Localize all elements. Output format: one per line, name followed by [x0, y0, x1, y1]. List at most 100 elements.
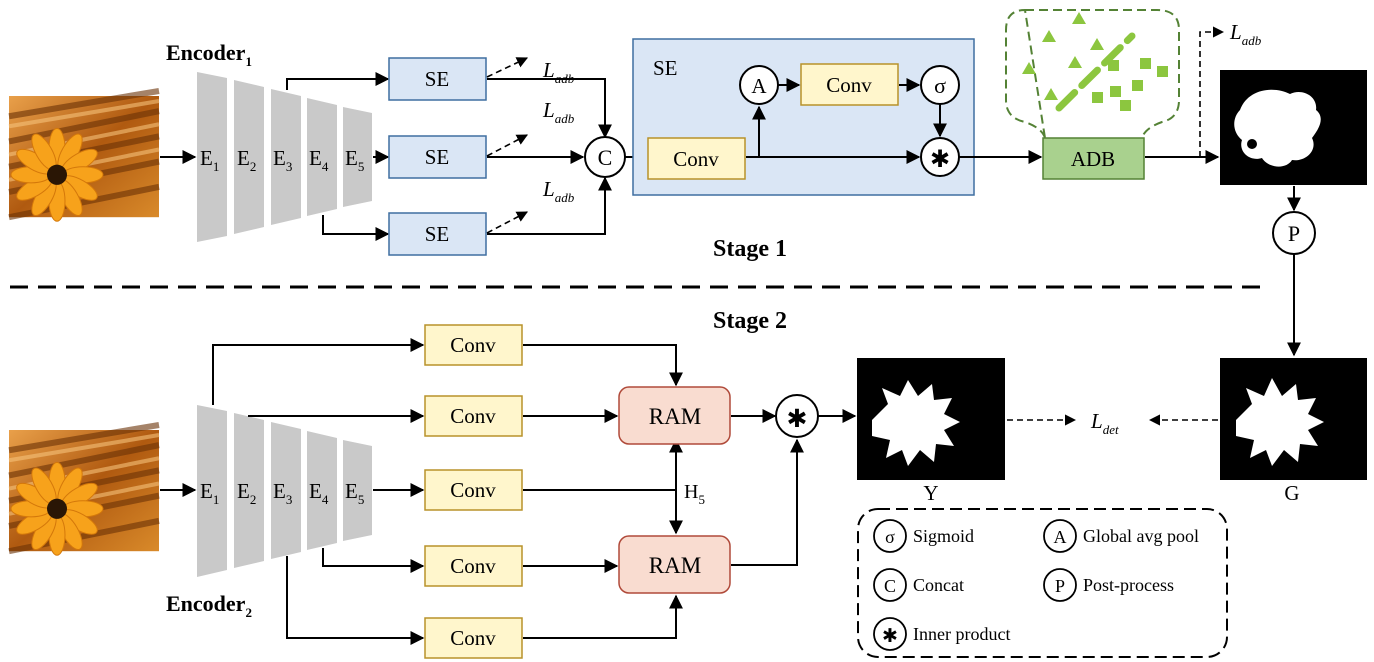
triangle-shape — [1042, 30, 1056, 42]
square-shape — [1092, 92, 1103, 103]
legend-item-global-avg-pool: A Global avg pool — [1043, 519, 1199, 553]
encoder1-stage — [343, 107, 372, 207]
adb-illustration — [1005, 8, 1180, 139]
se-panel-title: SE — [653, 56, 678, 80]
sigmoid-node: σ — [920, 65, 960, 105]
output-mask-y — [857, 358, 1005, 480]
svg-text:σ: σ — [934, 73, 946, 98]
svg-text:Sigmoid: Sigmoid — [913, 526, 974, 546]
square-shape — [1157, 66, 1168, 77]
se-block-middle: SE — [388, 135, 487, 179]
conv-block: Conv — [424, 395, 523, 437]
legend: σ Sigmoid A Global avg pool C Concat P P… — [857, 508, 1228, 658]
stage1-label: Stage 1 — [713, 236, 787, 262]
se-block-bottom: SE — [388, 212, 487, 256]
encoder2-stage — [234, 413, 264, 568]
triangle-shape — [1072, 12, 1086, 24]
svg-text:SE: SE — [425, 222, 450, 246]
decision-boundary — [1055, 32, 1136, 112]
square-shape — [1132, 80, 1143, 91]
loss-adb-label: Ladb — [542, 98, 575, 126]
svg-text:Conv: Conv — [450, 626, 496, 650]
triangle-shape — [1090, 38, 1104, 50]
encoder1-stage — [271, 89, 301, 225]
svg-text:SE: SE — [425, 67, 450, 91]
stage2-label: Stage 2 — [713, 308, 787, 334]
square-shape — [1120, 100, 1131, 111]
encoder2 — [197, 405, 372, 577]
svg-text:P: P — [1055, 576, 1065, 596]
svg-text:SE: SE — [425, 145, 450, 169]
svg-text:A: A — [751, 74, 767, 98]
svg-text:P: P — [1288, 221, 1300, 246]
svg-text:RAM: RAM — [649, 404, 701, 429]
conv-block: Conv — [424, 617, 523, 659]
ram-block-bottom: RAM — [618, 535, 731, 594]
square-shape — [1108, 60, 1119, 71]
svg-text:C: C — [884, 576, 896, 596]
encoder1-stage — [307, 98, 337, 216]
encoder1-stage — [234, 80, 264, 234]
triangle-shape — [1022, 62, 1036, 74]
legend-item-sigmoid: σ Sigmoid — [873, 519, 974, 553]
stage1-mask — [1220, 70, 1367, 185]
svg-text:Conv: Conv — [450, 333, 496, 357]
ram-block-top: RAM — [618, 386, 731, 445]
gt-label: G — [1284, 481, 1299, 505]
legend-item-post-process: P Post-process — [1043, 568, 1174, 602]
global-avg-pool-node: A — [739, 65, 779, 105]
encoder2-stage — [271, 422, 301, 559]
svg-text:RAM: RAM — [649, 553, 701, 578]
h5-label: H5 — [684, 481, 705, 507]
encoder2-stage — [307, 431, 337, 550]
svg-text:Conv: Conv — [450, 404, 496, 428]
svg-text:Conv: Conv — [450, 554, 496, 578]
encoder2-stage — [197, 405, 227, 577]
product-node-stage2: ✱ — [775, 394, 819, 438]
svg-text:Conv: Conv — [673, 147, 719, 171]
svg-text:Conv: Conv — [450, 478, 496, 502]
svg-text:✱: ✱ — [930, 147, 950, 173]
product-node-stage1: ✱ — [920, 137, 960, 177]
square-shape — [1140, 58, 1151, 69]
svg-text:Global avg pool: Global avg pool — [1083, 526, 1199, 546]
loss-adb-label: Ladb — [542, 58, 575, 86]
svg-text:Post-process: Post-process — [1083, 575, 1174, 595]
loss-det-label: Ldet — [1090, 409, 1119, 437]
triangle-shape — [1068, 56, 1082, 68]
svg-text:Inner product: Inner product — [913, 624, 1010, 644]
encoder1-stage — [197, 72, 227, 242]
se-detail-panel: SE Conv Conv A σ ✱ — [632, 38, 975, 196]
ground-truth-mask-g — [1220, 358, 1367, 480]
encoder1-title: Encoder1 — [166, 40, 252, 69]
legend-item-inner-product: ✱ Inner product — [873, 617, 1010, 651]
adb-block: ADB — [1042, 137, 1145, 180]
encoder2-stage — [343, 440, 372, 541]
encoder1 — [197, 72, 372, 242]
svg-text:A: A — [1054, 527, 1067, 547]
concat-node: C — [584, 136, 626, 178]
loss-adb-label: Ladb — [1229, 20, 1262, 48]
se-panel-conv2: Conv — [800, 63, 899, 106]
svg-text:✱: ✱ — [787, 406, 808, 433]
square-shape — [1110, 86, 1121, 97]
encoder2-title: Encoder2 — [166, 591, 252, 620]
loss-adb-label: Ladb — [542, 177, 575, 205]
conv-block: Conv — [424, 469, 523, 511]
triangle-shape — [1044, 88, 1058, 100]
svg-text:Conv: Conv — [826, 73, 872, 97]
svg-text:Concat: Concat — [913, 575, 964, 595]
conv-block: Conv — [424, 545, 523, 587]
input-image-stage1 — [9, 91, 159, 221]
input-image-stage2 — [9, 425, 159, 555]
svg-text:✱: ✱ — [882, 626, 898, 647]
se-block-top: SE — [388, 57, 487, 101]
post-process-node: P — [1272, 211, 1316, 255]
svg-text:C: C — [598, 145, 613, 170]
svg-text:ADB: ADB — [1071, 147, 1115, 171]
output-label: Y — [923, 481, 938, 505]
se-panel-conv1: Conv — [647, 137, 746, 180]
svg-text:σ: σ — [885, 527, 895, 547]
conv-block: Conv — [424, 324, 523, 366]
